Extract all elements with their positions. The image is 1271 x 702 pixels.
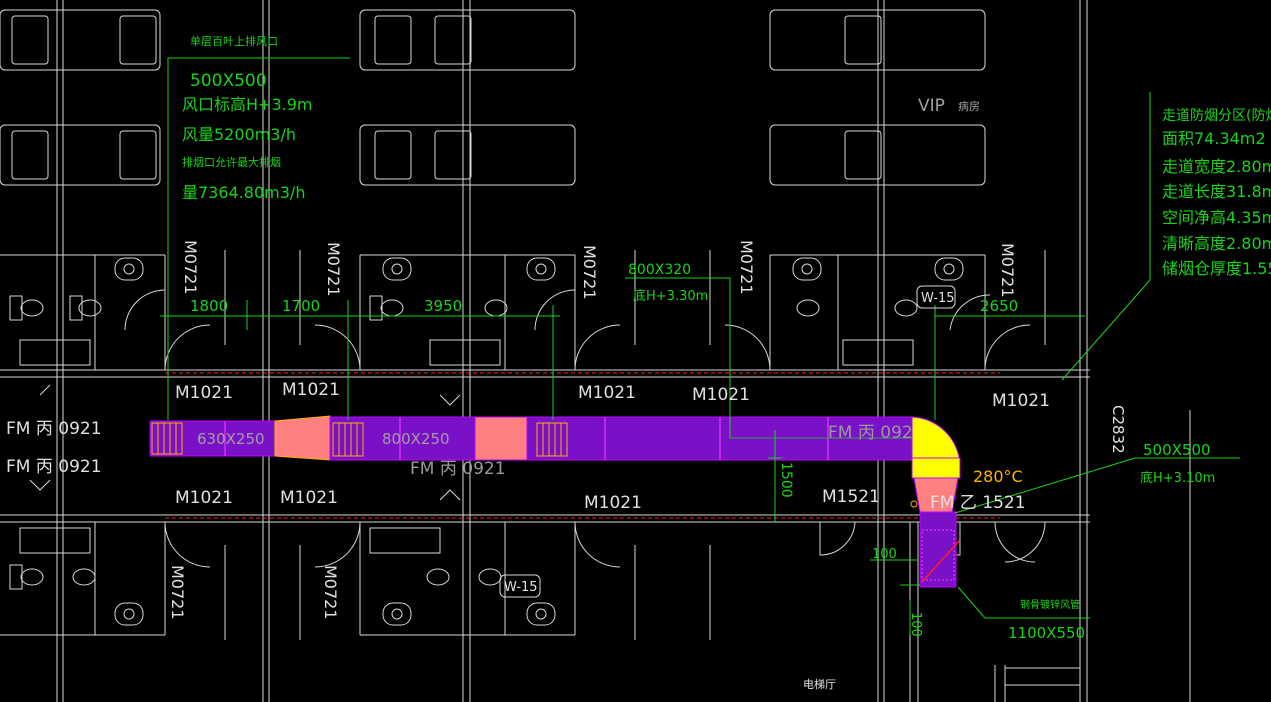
label-fm-092: FM 丙 092 <box>828 423 913 443</box>
dim-100a: 100 <box>872 547 897 562</box>
fire-damper-symbol <box>910 500 918 508</box>
duct-riser <box>919 511 957 588</box>
label-m1021: M1021 <box>175 488 233 508</box>
dim-1800: 1800 <box>190 297 228 315</box>
label-m0721: M0721 <box>998 243 1017 298</box>
shaft-label: 钢骨镀锌风管 <box>1020 598 1080 611</box>
dim-3950: 3950 <box>424 297 462 315</box>
label-m1021: M1021 <box>992 391 1050 411</box>
label-m0721: M0721 <box>324 242 343 297</box>
label-m1021: M1021 <box>282 380 340 400</box>
vip-label: VIP <box>918 96 945 116</box>
shaft-size: 1100X550 <box>1008 624 1085 642</box>
duct-texts: 630X250 800X250 <box>197 430 450 448</box>
beds <box>0 9 986 186</box>
door-swings <box>29 289 1046 568</box>
louver-max-label: 排烟口允许最大排烟 <box>182 155 281 169</box>
label-m1021: M1021 <box>692 385 750 405</box>
elevator-hall: 电梯厅 <box>803 678 836 691</box>
duct-label-800: 800X250 <box>382 430 450 448</box>
tag-w15: W-15 <box>504 580 538 595</box>
label-m1021: M1021 <box>584 493 642 513</box>
label-m1021: M1021 <box>175 383 233 403</box>
zone-area: 面积74.34m2 <box>1162 129 1266 148</box>
label-m0721: M0721 <box>737 240 756 295</box>
louver-size: 500X500 <box>190 71 267 91</box>
duct-reducer-1 <box>274 415 331 461</box>
label-m1521: M1521 <box>822 487 880 507</box>
tag-boxes <box>499 285 956 598</box>
dim-100b: 100 <box>908 612 923 637</box>
zone-smoke-height: 清晰高度2.80m <box>1162 234 1271 253</box>
duct-transition-pink <box>474 416 528 461</box>
zone-clear-height: 空间净高4.35m <box>1162 208 1271 227</box>
label-m1021: M1021 <box>578 383 636 403</box>
tag-w15: W-15 <box>921 291 955 306</box>
dim-1700: 1700 <box>282 297 320 315</box>
label-m0721: M0721 <box>321 565 340 620</box>
zone-title: 走道防烟分区(防烟分区1-6 <box>1162 108 1271 124</box>
annotation-lines <box>160 57 1240 635</box>
smoke-exhaust-duct <box>149 415 961 588</box>
duct-segment-630x250 <box>149 420 276 457</box>
label-m0721: M0721 <box>181 240 200 295</box>
smoke-curtains <box>165 372 1000 519</box>
duct-top-size: 800X320 <box>628 262 691 278</box>
door-texts: M1021 M1021 M1021 M1021 M1021 M1021 M102… <box>6 96 1127 691</box>
riser-shaft-hatch <box>921 529 955 581</box>
louver-flow: 风量5200m3/h <box>182 125 296 144</box>
label-fm-0921: FM 丙 0921 <box>6 419 102 439</box>
duct-label-630: 630X250 <box>197 430 265 448</box>
label-m0721: M0721 <box>168 565 187 620</box>
walls <box>0 0 1191 702</box>
dim-1500: 1500 <box>778 462 794 498</box>
label-fm-0921: FM 丙 0921 <box>410 459 506 479</box>
zone-smoke-layer: 储烟仓厚度1.55m <box>1162 259 1271 278</box>
label-m0721: M0721 <box>580 245 599 300</box>
louver-height: 风口标高H+3.9m <box>182 95 312 114</box>
duct-segment-800x250 <box>329 416 476 461</box>
louver-max-flow: 量7364.80m3/h <box>182 183 305 202</box>
label-fm-0921: FM 丙 0921 <box>6 457 102 477</box>
louver-title: 单层百叶上排风口 <box>190 34 278 48</box>
fixtures <box>9 257 964 626</box>
damper-temp: 280°C <box>973 467 1023 486</box>
label-m1021: M1021 <box>280 488 338 508</box>
zone-length: 走道长度31.8m <box>1162 182 1271 201</box>
label-c2832: C2832 <box>1109 405 1127 454</box>
dim-2650: 2650 <box>980 297 1018 315</box>
vip-suffix: 病房 <box>958 99 980 113</box>
label-fm-1521: FM 乙 1521 <box>930 493 1026 513</box>
annotation-texts: 单层百叶上排风口 500X500 风口标高H+3.9m 风量5200m3/h 排… <box>182 34 1271 642</box>
duct-elbow-lower <box>911 457 961 479</box>
zone-width: 走道宽度2.80m <box>1162 157 1271 176</box>
duct-top-height: 底H+3.30m <box>633 288 708 304</box>
riser-height: 底H+3.10m <box>1140 470 1215 486</box>
riser-size: 500X500 <box>1143 441 1211 459</box>
